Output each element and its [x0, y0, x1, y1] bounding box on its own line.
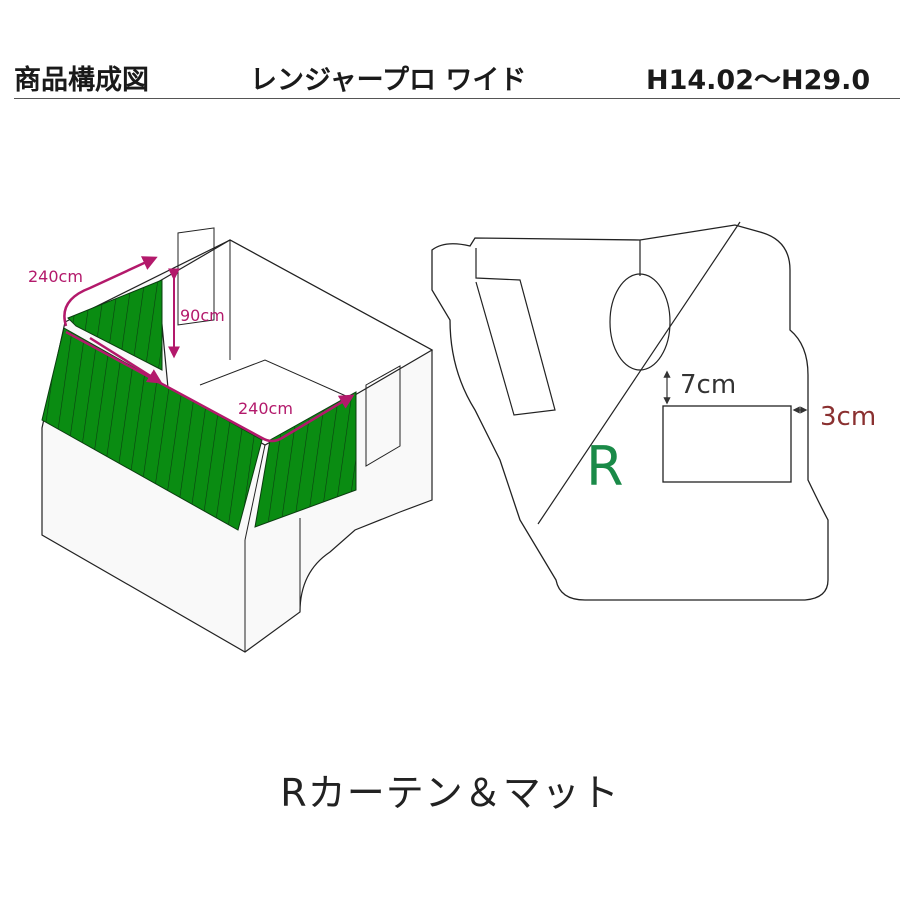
- mat-rect-cutout: [662, 405, 792, 483]
- cab-diagram: 240cm 90cm 240cm: [28, 227, 434, 653]
- mat-dim-label-edge: 3cm: [820, 402, 876, 432]
- mat-outline: [431, 224, 829, 601]
- curtain-side-right: [254, 391, 357, 528]
- model-years: H14.02〜H29.0: [646, 65, 871, 96]
- product-caption: Rカーテン＆マット: [280, 771, 620, 815]
- mat-side-letter: R: [586, 435, 624, 498]
- cab-floor: [199, 359, 356, 401]
- cab-side-window: [365, 365, 401, 467]
- dim-label-height: 90cm: [180, 306, 225, 325]
- mat-split-line: [537, 221, 741, 525]
- mat-dim-label-gap: 7cm: [680, 370, 736, 400]
- mat-diagram: R 7cm 3cm: [431, 221, 876, 601]
- cab-edge: [244, 444, 266, 541]
- dim-arrow-top: [63, 256, 158, 327]
- diagram-label: 商品構成図: [14, 65, 149, 96]
- product-name: レンジャープロ ワイド: [250, 65, 527, 96]
- header: 商品構成図 レンジャープロ ワイド H14.02〜H29.0: [0, 52, 900, 98]
- mat-slot-left: [475, 248, 556, 416]
- dim-label-side-width: 240cm: [238, 399, 293, 418]
- header-divider: [14, 98, 900, 99]
- dim-label-top-width: 240cm: [28, 267, 83, 286]
- dim-arrow-side: [65, 330, 355, 443]
- dim-arrow-front: [89, 336, 163, 384]
